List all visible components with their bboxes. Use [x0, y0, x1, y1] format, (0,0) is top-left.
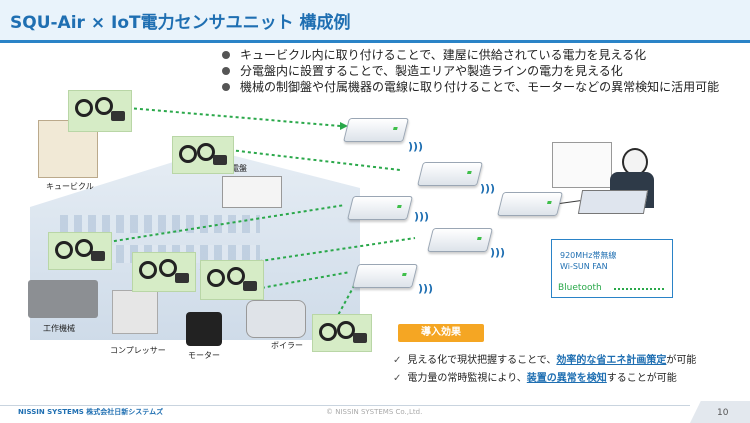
bullet-list: キュービクル内に取り付けることで、建屋に供給されている電力を見える化 分電盤内に… [222, 47, 742, 95]
machine-tool-image [28, 280, 98, 318]
legend-bluetooth: Bluetooth [558, 283, 602, 293]
ct-clamp-icon [159, 259, 177, 277]
bullet-item: キュービクル内に取り付けることで、建屋に供給されている電力を見える化 [222, 47, 742, 63]
legend-920mhz: 920MHz帯無線 [560, 251, 617, 260]
check-icon: ✓ [393, 373, 402, 384]
page-number: 10 [717, 408, 729, 418]
ct-clamp-icon [75, 239, 93, 257]
building-windows [60, 215, 260, 233]
gateway-device [347, 196, 413, 220]
ct-clamp-icon [95, 97, 113, 115]
gateway-device [427, 228, 493, 252]
distribution-panel-image [222, 176, 282, 208]
effect-item: ✓見える化で現状把握することで、効率的な省エネ計画策定が可能 [393, 355, 697, 366]
led-icon [402, 273, 407, 276]
sensor-photo [48, 232, 112, 270]
ct-clamp-icon [55, 241, 73, 259]
sensor-unit-icon [213, 155, 227, 165]
wireless-wave-icon: ))) [414, 210, 430, 223]
monitor-screen-image [552, 142, 612, 188]
led-icon [477, 237, 482, 240]
title-underline [0, 40, 750, 43]
compressor-label: コンプレッサー [110, 346, 166, 355]
gateway-device [343, 118, 409, 142]
wireless-wave-icon: ))) [490, 246, 506, 259]
check-icon: ✓ [393, 355, 402, 366]
gateway-device [352, 264, 418, 288]
effect-item: ✓電力量の常時監視により、装置の異常を検知することが可能 [393, 373, 677, 384]
bullet-dot-icon [222, 82, 230, 91]
motor-image [186, 312, 222, 346]
led-icon [467, 171, 472, 174]
bullet-item: 分電盤内に設置することで、製造エリアや製造ラインの電力を見える化 [222, 63, 742, 79]
gateway-device [417, 162, 483, 186]
ct-clamp-icon [227, 267, 245, 285]
page-number-box [690, 401, 750, 423]
page-title: SQU-Air × IoT電力センサユニット 構成例 [10, 13, 351, 33]
led-icon [547, 201, 552, 204]
ct-clamp-icon [75, 99, 93, 117]
ct-clamp-icon [337, 321, 355, 339]
bullet-item: 機械の制御盤や付属機器の電線に取り付けることで、モーターなどの異常検知に活用可能 [222, 79, 742, 95]
boiler-label: ボイラー [271, 341, 303, 350]
boiler-image [246, 300, 306, 338]
sensor-unit-icon [243, 281, 257, 291]
wireless-wave-icon: ))) [480, 182, 496, 195]
bullet-dot-icon [222, 66, 230, 75]
gateway-device [497, 192, 563, 216]
wireless-wave-icon: ))) [408, 140, 424, 153]
effect-tag: 導入効果 [398, 324, 484, 342]
led-icon [393, 127, 398, 130]
sensor-unit-icon [353, 333, 367, 343]
sensor-photo [200, 260, 264, 300]
legend-bluetooth-line [614, 288, 664, 290]
wireless-legend: 920MHz帯無線 Wi-SUN FAN Bluetooth [551, 239, 673, 298]
wireless-wave-icon: ))) [418, 282, 434, 295]
sensor-unit-icon [175, 273, 189, 283]
ct-clamp-icon [197, 143, 215, 161]
compressor-image [112, 290, 158, 334]
led-icon [397, 205, 402, 208]
ct-clamp-icon [207, 269, 225, 287]
sensor-photo [132, 252, 196, 292]
sensor-unit-icon [111, 111, 125, 121]
ct-clamp-icon [139, 261, 157, 279]
company-logo: NISSIN SYSTEMS 株式会社日新システムズ [18, 408, 164, 416]
title-bar [0, 0, 750, 40]
cubicle-label: キュービクル [46, 182, 94, 191]
sensor-photo [172, 136, 234, 174]
copyright-text: © NISSIN SYSTEMS Co.,Ltd. [326, 408, 423, 416]
laptop-icon [577, 190, 649, 214]
legend-wisun: Wi-SUN FAN [560, 262, 608, 271]
ct-clamp-icon [319, 323, 337, 341]
footer-divider [0, 405, 690, 406]
bullet-dot-icon [222, 50, 230, 59]
sensor-photo [312, 314, 372, 352]
panel-label: 分電盤 [223, 164, 247, 173]
machine-label: 工作機械 [43, 324, 75, 333]
ct-clamp-icon [179, 145, 197, 163]
motor-label: モーター [188, 351, 220, 360]
sensor-unit-icon [91, 251, 105, 261]
sensor-photo [68, 90, 132, 132]
